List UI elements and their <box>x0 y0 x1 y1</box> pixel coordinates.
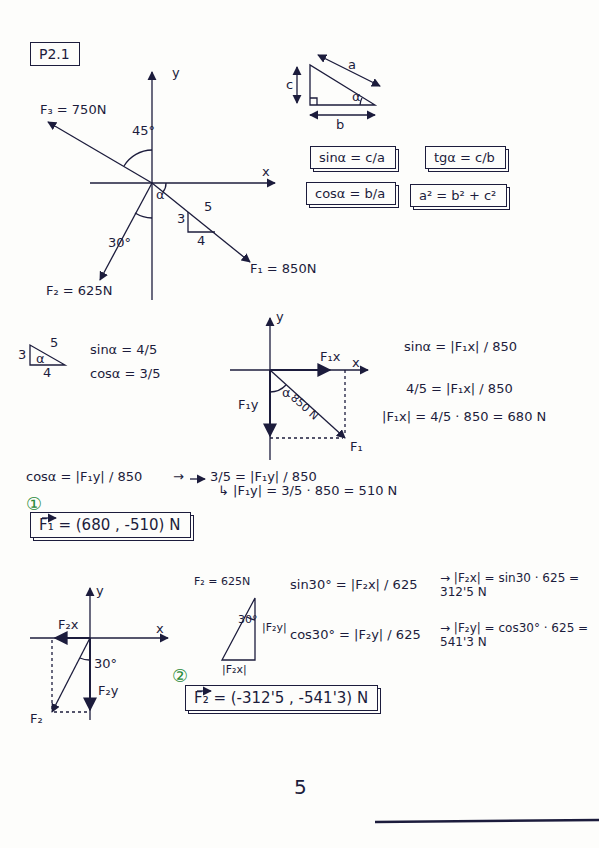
handwritten-label: cosα = |F₁y| / 850 <box>26 470 142 485</box>
handwritten-label: sinα = 4/5 <box>90 343 157 358</box>
handwritten-label: sinα = |F₁x| / 850 <box>404 340 517 355</box>
answer-box: F₂ = (-312'5 , -541'3) N <box>185 685 378 711</box>
handwritten-label: F₃ = 750N <box>40 103 106 118</box>
handwritten-label: |F₁x| = 4/5 · 850 = 680 N <box>382 410 546 425</box>
handwritten-label: cosα = 3/5 <box>90 367 161 382</box>
handwritten-label: F₂ = 625N <box>46 284 112 299</box>
handwritten-label: 4/5 = |F₁x| / 850 <box>406 382 513 397</box>
box-text: F₁ = (680 , -510) N <box>39 516 180 534</box>
handwritten-label: → <box>173 470 184 485</box>
handwritten-label: ↳ |F₁y| = 3/5 · 850 = 510 N <box>218 484 397 499</box>
handwritten-label: 3 <box>18 348 26 363</box>
handwritten-label: x <box>352 356 360 371</box>
formula-box: a² = b² + c² <box>410 184 507 207</box>
box-text: F₂ = (-312'5 , -541'3) N <box>194 689 368 707</box>
handwritten-label: cos30° = |F₂y| / 625 <box>290 628 421 643</box>
handwritten-label: y <box>96 584 104 599</box>
answer-box: F₁ = (680 , -510) N <box>30 512 191 538</box>
handwritten-label: 4 <box>197 234 205 249</box>
handwritten-label: 5 <box>50 336 58 351</box>
box-text: sinα = c/a <box>319 150 385 165</box>
handwritten-label: F₂ = 625N <box>194 576 250 589</box>
handwritten-label: c <box>286 78 293 93</box>
formula-box: sinα = c/a <box>310 146 396 169</box>
handwritten-label: x <box>156 622 164 637</box>
handwritten-label: F₁ = 850N <box>250 262 316 277</box>
handwritten-label: y <box>172 66 180 81</box>
handwritten-label: → |F₂y| = cos30° · 625 = 541'3 N <box>440 622 590 650</box>
problem-tag: P2.1 <box>30 42 80 66</box>
formula-box: cosα = b/a <box>306 182 396 205</box>
handwritten-label: α <box>36 352 45 367</box>
handwritten-label: a <box>348 58 356 73</box>
handwritten-label: α <box>282 386 291 401</box>
handwritten-label: F₂ <box>30 712 43 727</box>
handwritten-label: → |F₂x| = sin30 · 625 = 312'5 N <box>440 572 590 600</box>
handwritten-label: F₂x <box>58 618 78 633</box>
box-text: tgα = c/b <box>434 150 495 165</box>
handwritten-label: F₁ <box>350 440 363 455</box>
handwritten-label: 3 <box>177 212 185 227</box>
formula-box: tgα = c/b <box>425 146 506 169</box>
handwritten-label: α <box>156 188 165 203</box>
handwritten-label: F₁y <box>238 398 258 413</box>
handwritten-label: 30° <box>108 236 131 251</box>
handwritten-label: α <box>352 90 361 105</box>
handwritten-label: 30° <box>238 614 258 627</box>
handwritten-label: b <box>336 118 344 133</box>
handwritten-label: 3/5 = |F₁y| / 850 <box>210 470 317 485</box>
handwritten-label: 850 N <box>288 392 321 423</box>
handwritten-label: 30° <box>94 657 117 672</box>
handwritten-label: 5 <box>294 776 307 799</box>
handwritten-label: F₁x <box>320 350 340 365</box>
handwritten-label: ② <box>172 666 188 687</box>
handwritten-label: 4 <box>43 366 51 381</box>
handwritten-label: 5 <box>204 200 212 215</box>
handwritten-label: |F₂x| <box>222 664 247 677</box>
box-text: P2.1 <box>39 46 70 62</box>
handwritten-label: sin30° = |F₂x| / 625 <box>290 578 417 593</box>
handwritten-label: 45° <box>132 124 155 139</box>
handwritten-label: |F₂y| <box>262 622 287 635</box>
handwritten-label: x <box>262 165 270 180</box>
box-text: cosα = b/a <box>315 186 385 201</box>
box-text: a² = b² + c² <box>419 188 496 203</box>
handwritten-label: F₂y <box>98 684 118 699</box>
handwritten-label: y <box>276 310 284 325</box>
